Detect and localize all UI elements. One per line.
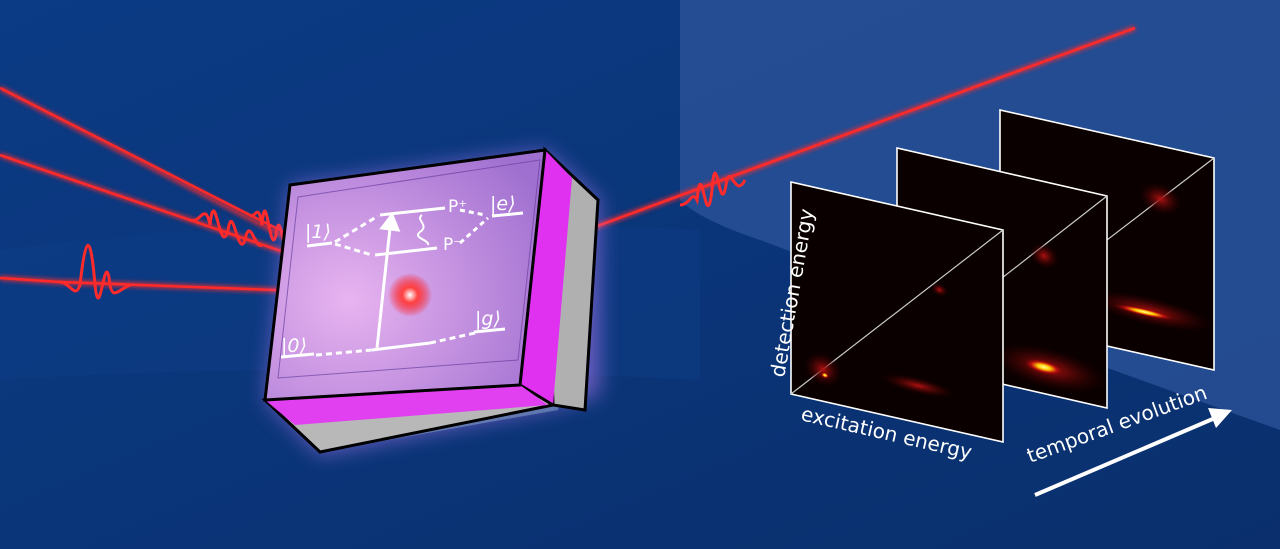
label-state-1: |1⟩ bbox=[305, 221, 331, 243]
spectrum-panel-1 bbox=[790, 181, 1004, 443]
label-state-g: |g⟩ bbox=[475, 308, 501, 330]
label-p-plus: P⁺ bbox=[448, 197, 467, 217]
label-p-minus: P⁻ bbox=[443, 235, 462, 255]
pulse-2 bbox=[189, 209, 263, 247]
label-state-0: |0⟩ bbox=[281, 335, 307, 357]
crystal bbox=[261, 146, 600, 455]
label-state-e: |e⟩ bbox=[490, 193, 516, 215]
pulse-out bbox=[679, 171, 747, 208]
pulse-1 bbox=[59, 244, 131, 300]
energy-level-diagram bbox=[280, 206, 524, 359]
laser-focus-spot bbox=[388, 273, 432, 317]
time-arrow bbox=[1034, 408, 1232, 497]
